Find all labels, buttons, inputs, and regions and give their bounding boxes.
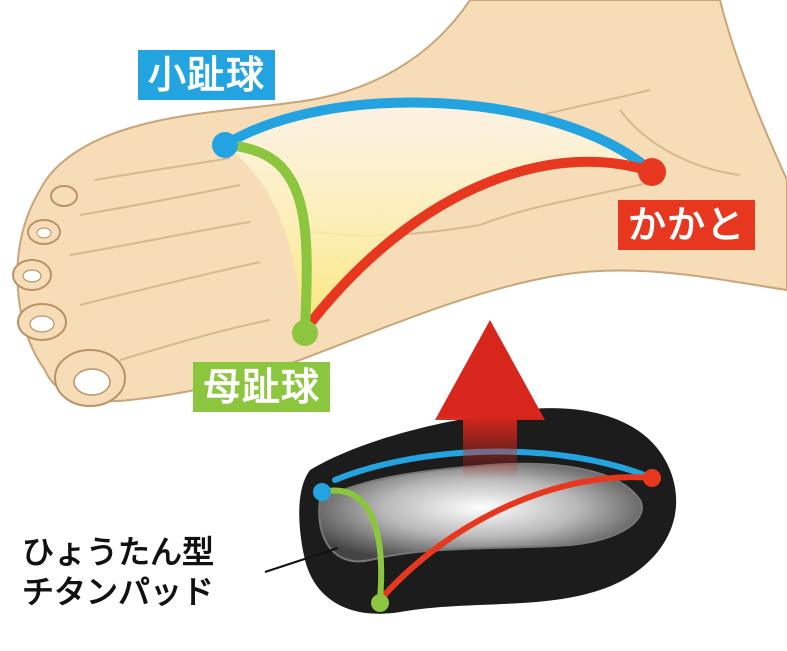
big-toe-ball-point xyxy=(292,320,318,346)
heel-point xyxy=(638,158,666,186)
pad-name-line2: チタンパッド xyxy=(22,572,214,612)
small-toe-ball-label: 小趾球 xyxy=(138,50,275,100)
heel-label: かかと xyxy=(618,200,755,250)
small-toe-ball-point xyxy=(212,132,238,158)
big-toe-ball-label: 母趾球 xyxy=(193,362,330,412)
pad-name-line1: ひょうたん型 xyxy=(22,532,214,572)
